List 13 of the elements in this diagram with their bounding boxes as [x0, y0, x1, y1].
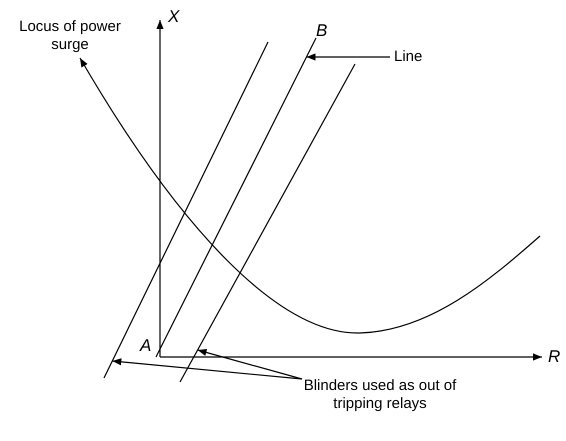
annotation-text: Locus of power surge	[18, 18, 122, 54]
annotation-text: Line	[394, 48, 444, 66]
leader-arrow	[197, 348, 302, 380]
annotation-text: Blinders used as out of tripping relays	[280, 377, 480, 413]
axis-label: R	[548, 348, 560, 366]
axis-label: X	[168, 8, 180, 26]
blinder-line	[103, 42, 269, 378]
point-label: A	[140, 337, 152, 355]
leader-arrow	[306, 53, 390, 61]
point-label: B	[316, 22, 328, 40]
power-surge-locus-curve	[79, 58, 540, 334]
leader-arrow	[112, 358, 302, 380]
transmission-line	[155, 38, 317, 358]
